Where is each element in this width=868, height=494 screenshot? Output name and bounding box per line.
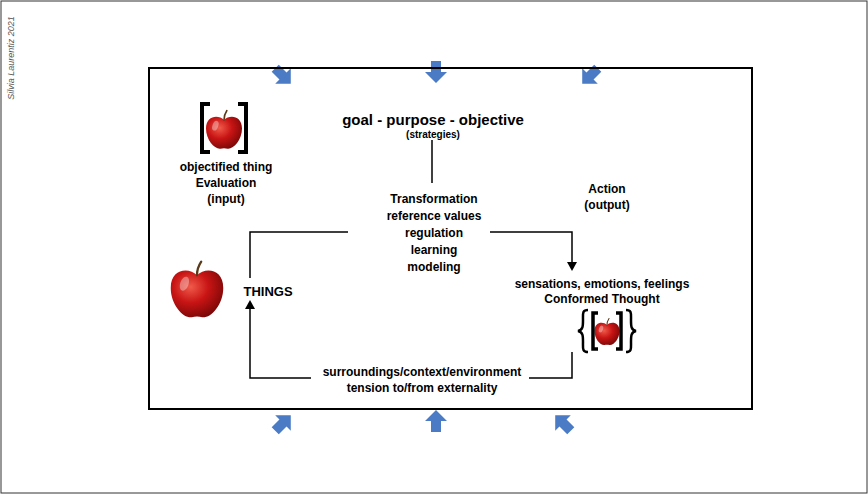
input-text: objectified thing Evaluation (input) [178, 159, 275, 207]
arrow-head [245, 300, 255, 309]
feelings-text: sensations, emotions, feelings Conformed… [513, 277, 691, 307]
braced-apple [578, 310, 636, 352]
arrow-head [567, 262, 577, 271]
frame-box: goal - purpose - objective(strategies) ob… [148, 67, 753, 410]
apple [171, 262, 224, 318]
strategies-note: (strategies) [406, 129, 460, 141]
process-text: Transformation reference values regulati… [385, 191, 484, 276]
inward-arrows [267, 60, 605, 438]
goal-heading: goal - purpose - objective [342, 111, 524, 129]
loop-lines [250, 140, 572, 378]
watermark: Silvia Laurentiz 2021 [6, 16, 16, 100]
context-text: surroundings/context/environment tension… [320, 364, 525, 396]
output-text: Action (output) [577, 181, 637, 213]
things-text: THINGS [243, 284, 292, 300]
bracketed-apple [202, 104, 246, 152]
